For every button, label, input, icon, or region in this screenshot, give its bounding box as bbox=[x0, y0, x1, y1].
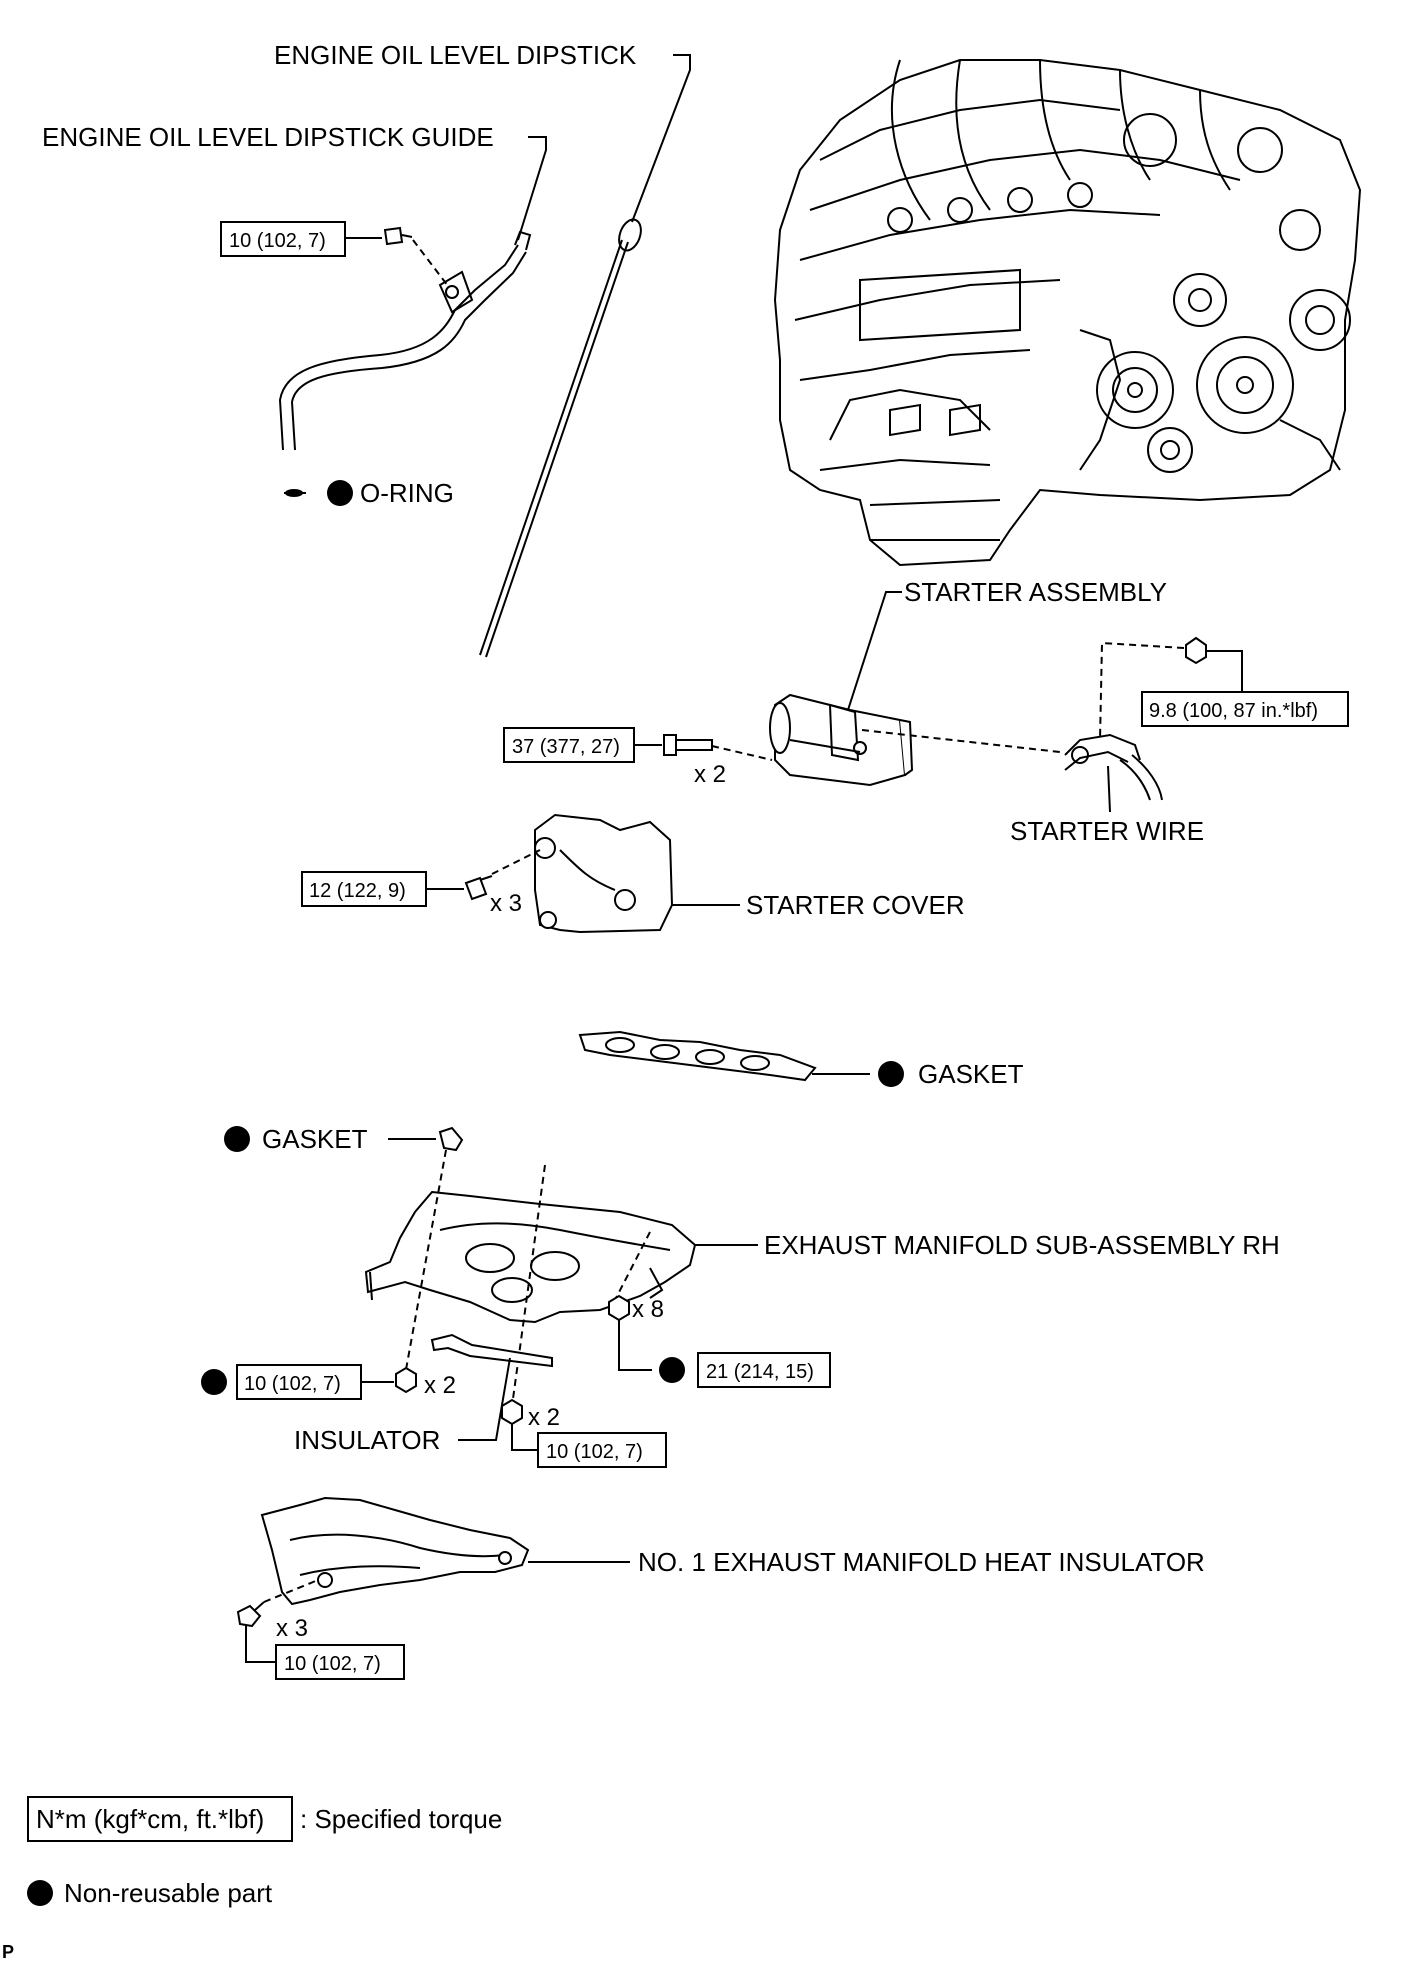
manifold-nut-leader bbox=[618, 1320, 652, 1371]
engine-oil-level-dipstick-guide bbox=[278, 230, 532, 451]
label-starter-assembly: STARTER ASSEMBLY bbox=[904, 577, 1167, 607]
torque-starter-bolt: 37 (377, 27) bbox=[512, 736, 620, 758]
non-reusable-mark-o-ring bbox=[327, 480, 353, 506]
manifold-gasket bbox=[578, 1030, 817, 1082]
label-o-ring: O-RING bbox=[360, 478, 454, 508]
dipstick-guide-leader bbox=[517, 136, 547, 241]
label-gasket-upper: GASKET bbox=[918, 1059, 1024, 1089]
starter-wire-leader bbox=[1107, 765, 1111, 813]
torque-box-heat-insulator bbox=[275, 1644, 405, 1680]
legend-torque-unit: N*m (kgf*cm, ft.*lbf) bbox=[36, 1804, 264, 1834]
small-gasket-part bbox=[438, 1126, 464, 1152]
dipstick-leader-line bbox=[631, 54, 691, 223]
label-engine-oil-level-dipstick: ENGINE OIL LEVEL DIPSTICK bbox=[274, 40, 637, 70]
dipstick-guide-bolt bbox=[383, 226, 413, 246]
engine-illustration bbox=[773, 59, 1362, 567]
label-starter-cover: STARTER COVER bbox=[746, 890, 965, 920]
non-reusable-mark-stud-nut bbox=[201, 1369, 227, 1395]
non-reusable-mark-gasket-upper bbox=[878, 1061, 904, 1087]
o-ring-part bbox=[284, 480, 353, 506]
torque-box-insulator-nut bbox=[537, 1432, 667, 1468]
non-reusable-mark-gasket-left bbox=[224, 1126, 250, 1152]
label-heat-insulator: NO. 1 EXHAUST MANIFOLD HEAT INSULATOR bbox=[638, 1547, 1205, 1577]
torque-stud-nut: 10 (102, 7) bbox=[244, 1373, 341, 1395]
qty-manifold-nut: x 8 bbox=[632, 1296, 664, 1323]
bolt-dashed-line bbox=[412, 239, 449, 287]
insulator-nut-leader bbox=[511, 1424, 538, 1451]
exhaust-manifold-rh bbox=[364, 1190, 697, 1324]
qty-stud-nut: x 2 bbox=[424, 1372, 456, 1399]
legend-nonreusable-desc: Non-reusable part bbox=[64, 1878, 273, 1908]
qty-heat-insulator-bolt: x 3 bbox=[276, 1615, 308, 1642]
legend-non-reusable-mark bbox=[27, 1880, 53, 1906]
torque-starter-nut: 9.8 (100, 87 in.*lbf) bbox=[1149, 700, 1318, 722]
legend-torque-desc: : Specified torque bbox=[300, 1804, 502, 1834]
heat-insulator-bolt-leader bbox=[245, 1626, 276, 1663]
insulator-nut bbox=[501, 1398, 523, 1426]
manifold-dashed-lines bbox=[404, 1149, 651, 1407]
non-reusable-mark-manifold-nut bbox=[659, 1357, 685, 1383]
starter-bolt-dashed bbox=[711, 745, 773, 761]
starter-assembly-leader bbox=[847, 591, 902, 711]
starter-wire bbox=[1064, 733, 1163, 801]
torque-manifold-nut: 21 (214, 15) bbox=[706, 1361, 814, 1383]
manifold-stud-nut bbox=[395, 1366, 417, 1394]
qty-starter-cover-bolt: x 3 bbox=[490, 890, 522, 917]
legend-torque-box bbox=[27, 1796, 293, 1842]
starter-cover bbox=[534, 813, 674, 934]
label-insulator: INSULATOR bbox=[294, 1425, 440, 1455]
torque-heat-insulator: 10 (102, 7) bbox=[284, 1653, 381, 1675]
cover-bolt-dashed bbox=[491, 849, 541, 875]
torque-box-dipstick-guide bbox=[220, 221, 346, 257]
starter-nut bbox=[1185, 636, 1207, 665]
manifold-nut bbox=[608, 1294, 630, 1322]
no1-exhaust-manifold-heat-insulator bbox=[260, 1496, 530, 1606]
engine-oil-level-dipstick bbox=[479, 218, 642, 658]
torque-insulator-nut: 10 (102, 7) bbox=[546, 1441, 643, 1463]
label-exhaust-manifold-rh: EXHAUST MANIFOLD SUB-ASSEMBLY RH bbox=[764, 1230, 1280, 1260]
torque-dipstick-guide: 10 (102, 7) bbox=[229, 230, 326, 252]
heat-insulator-dashed bbox=[263, 1579, 319, 1603]
starter-assembly bbox=[769, 693, 914, 787]
starter-bolt bbox=[663, 734, 713, 756]
insulator-leader bbox=[458, 1357, 511, 1441]
torque-starter-cover: 12 (122, 9) bbox=[309, 880, 406, 902]
label-engine-oil-level-dipstick-guide: ENGINE OIL LEVEL DIPSTICK GUIDE bbox=[42, 122, 494, 152]
label-starter-wire: STARTER WIRE bbox=[1010, 816, 1204, 846]
torque-box-manifold-nut bbox=[697, 1352, 831, 1388]
torque-box-stud-nut bbox=[236, 1364, 362, 1400]
label-gasket-left: GASKET bbox=[262, 1124, 368, 1154]
qty-insulator-nut: x 2 bbox=[528, 1404, 560, 1431]
legend: N*m (kgf*cm, ft.*lbf) : Specified torque… bbox=[27, 1796, 502, 1908]
torque-box-starter-bolt bbox=[503, 727, 635, 763]
torque-box-starter-nut bbox=[1141, 691, 1349, 727]
insulator-part bbox=[430, 1333, 553, 1368]
starter-nut-dashed bbox=[1099, 641, 1185, 741]
starter-to-wire-dashed bbox=[861, 729, 1061, 753]
corner-mark: P bbox=[2, 1942, 14, 1962]
heat-insulator-bolt bbox=[236, 1601, 265, 1628]
qty-starter-bolt: x 2 bbox=[694, 761, 726, 788]
starter-cover-bolt bbox=[464, 875, 493, 901]
starter-nut-leader bbox=[1206, 650, 1243, 692]
